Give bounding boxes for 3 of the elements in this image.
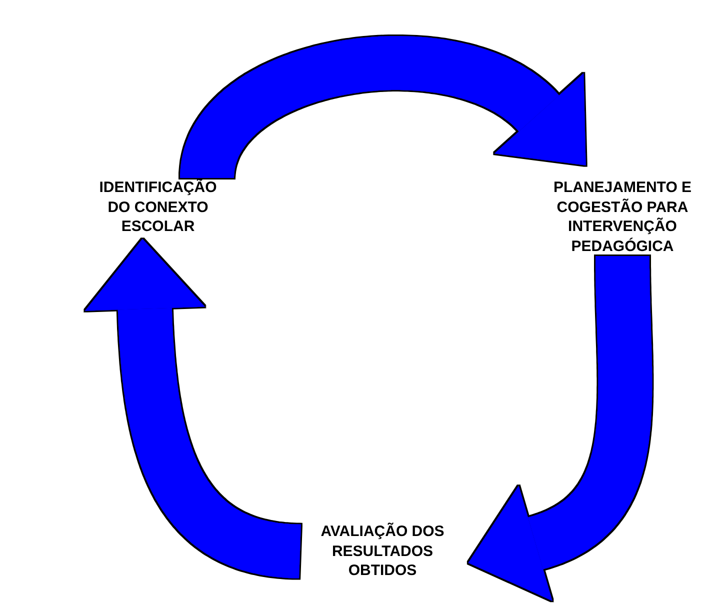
step-label: IDENTIFICAÇÃO DO CONEXTO ESCOLAR [88, 178, 228, 236]
step-label: PLANEJAMENTO E COGESTÃO PARA INTERVENÇÃO PEDAGÓGICA [545, 178, 700, 256]
step-label: AVALIAÇÃO DOS RESULTADOS OBTIDOS [300, 522, 465, 580]
